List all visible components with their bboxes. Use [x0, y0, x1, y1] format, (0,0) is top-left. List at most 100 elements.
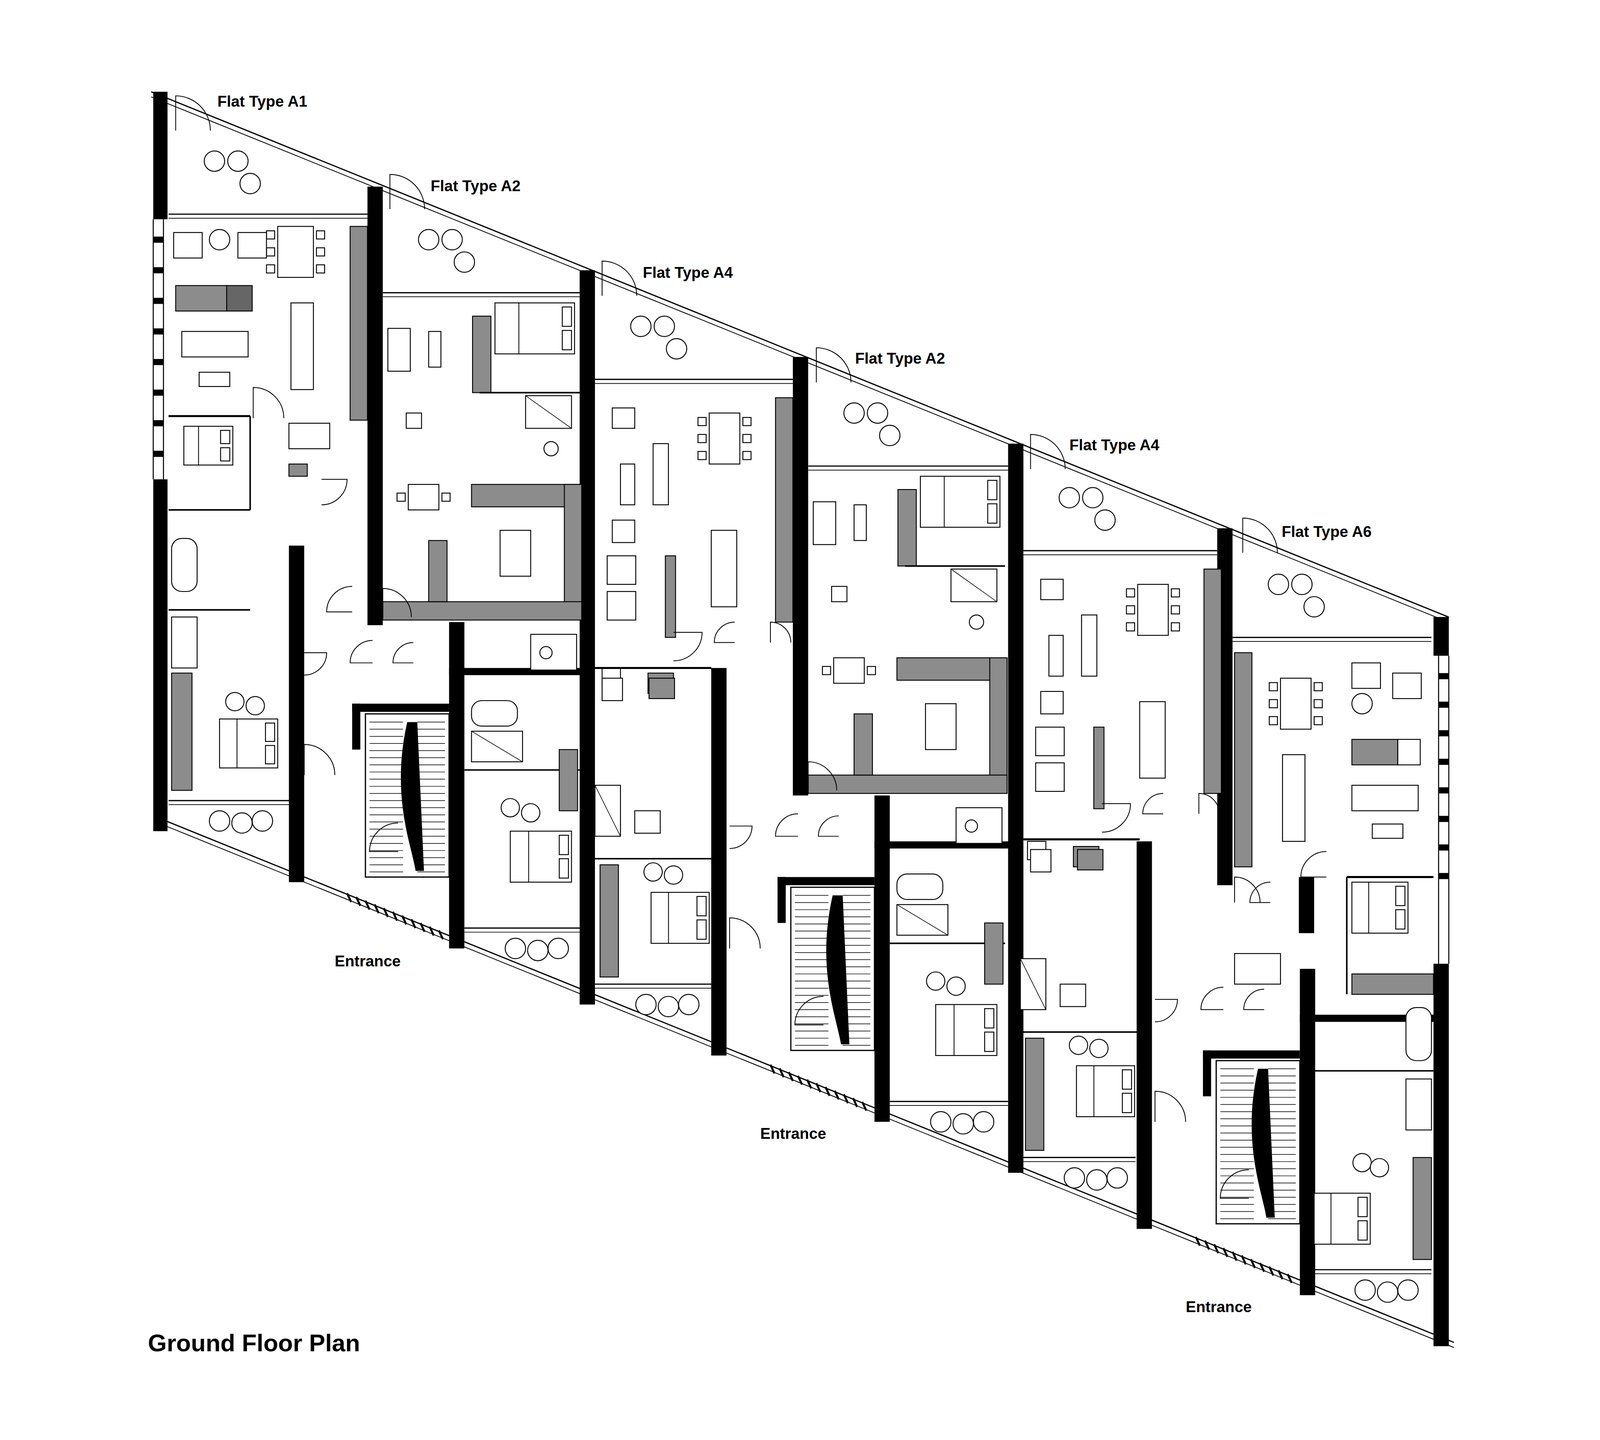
entrance-label: Entrance	[1184, 1298, 1254, 1317]
chair-circle	[204, 150, 225, 172]
entrance-screen	[429, 927, 434, 936]
bathtub	[897, 874, 943, 900]
thin-wall	[1023, 838, 1140, 841]
entrance-screen	[1232, 1252, 1237, 1261]
desk	[831, 586, 848, 603]
pillow	[697, 896, 707, 917]
door-swing	[816, 347, 851, 383]
stair-tread	[1220, 1168, 1255, 1170]
stair-tread	[842, 916, 870, 918]
bed-symbol	[495, 302, 575, 354]
flat-type-label: Flat Type A4	[641, 264, 735, 283]
flat-type-label: Flat Type A2	[428, 177, 523, 196]
table-symbol	[697, 413, 751, 465]
pillow	[1395, 910, 1405, 930]
chair	[1126, 605, 1135, 615]
bed-fold	[943, 476, 945, 528]
entrance-screen	[411, 919, 416, 929]
bed-fold	[953, 1005, 955, 1056]
pillow	[220, 430, 230, 444]
chair-circle	[630, 316, 652, 337]
pillow	[984, 1032, 994, 1053]
entrance-screen	[770, 1065, 775, 1074]
door-swing	[1155, 999, 1178, 1023]
door-swing	[392, 642, 414, 663]
stair-tread	[417, 779, 445, 780]
stair-tread	[369, 722, 404, 723]
chair-circle	[1059, 487, 1080, 508]
sofa	[1081, 615, 1098, 677]
entrance-screen	[347, 893, 352, 903]
door-swing	[321, 479, 348, 505]
wall	[777, 877, 786, 924]
chair-circle	[527, 940, 548, 961]
side-table	[199, 372, 230, 387]
floor-plan	[151, 91, 1454, 1348]
chair	[266, 230, 275, 240]
chair	[742, 451, 752, 460]
chair	[1314, 700, 1323, 709]
pillow	[1395, 886, 1405, 907]
chair-circle	[1069, 1036, 1088, 1055]
entrance-screen	[852, 1098, 858, 1108]
plan-title: Ground Floor Plan	[146, 1329, 362, 1358]
chair-circle	[547, 938, 569, 959]
facade-line	[382, 296, 580, 298]
entrance-screen	[1205, 1240, 1210, 1250]
stair-tread	[1220, 1161, 1255, 1163]
chair	[442, 493, 451, 502]
chair-circle	[926, 972, 945, 991]
bed-symbol	[1076, 1065, 1135, 1117]
counter	[226, 285, 253, 312]
stair-tread	[1220, 1197, 1255, 1198]
pillow	[1357, 1221, 1368, 1241]
stair-tread	[1220, 1204, 1255, 1205]
pillow	[697, 920, 707, 940]
door-swing	[1198, 793, 1220, 815]
armchair	[1035, 762, 1065, 792]
chair-circle	[227, 150, 249, 172]
chair	[1269, 716, 1278, 725]
kitchen-island	[925, 703, 956, 750]
desk	[406, 413, 422, 429]
door-swing	[1220, 1170, 1250, 1199]
bed-symbol	[183, 426, 233, 465]
stair-tread	[417, 807, 445, 808]
window-mullion	[153, 328, 164, 335]
window-mullion	[153, 450, 164, 458]
chair	[397, 493, 406, 502]
armchair	[1352, 662, 1381, 689]
bed-symbol	[1352, 882, 1409, 934]
stair-tread	[795, 1002, 829, 1003]
window-mullion	[153, 236, 164, 243]
side-table	[1048, 635, 1063, 677]
window-mullion	[153, 267, 164, 274]
chair-circle	[1377, 1282, 1398, 1303]
entrance-label: Entrance	[332, 952, 403, 971]
facade-line	[168, 213, 368, 215]
stair-spine	[400, 722, 424, 871]
flat-type-label: Flat Type A2	[853, 350, 947, 368]
stair-tread	[795, 895, 829, 896]
chair-circle	[505, 938, 526, 959]
chair-circle	[867, 402, 888, 424]
stair-tread	[369, 757, 404, 758]
stair-tread	[417, 722, 445, 723]
chair	[1269, 682, 1278, 692]
entrance-screen	[356, 897, 361, 906]
bed-symbol	[651, 892, 710, 944]
bed-fold	[667, 892, 669, 944]
shower-tray	[950, 569, 997, 602]
kitchen-counter	[564, 484, 582, 608]
stair-tread	[1267, 1140, 1296, 1141]
chair-circle	[1089, 1039, 1108, 1058]
washroom	[1234, 953, 1281, 985]
chair-circle	[442, 229, 463, 250]
counter	[854, 714, 873, 776]
shower-diagonal	[950, 569, 997, 602]
armchair	[612, 520, 635, 543]
stair-tread	[417, 764, 445, 765]
armchair	[1040, 579, 1064, 600]
chair-circle	[635, 994, 657, 1015]
